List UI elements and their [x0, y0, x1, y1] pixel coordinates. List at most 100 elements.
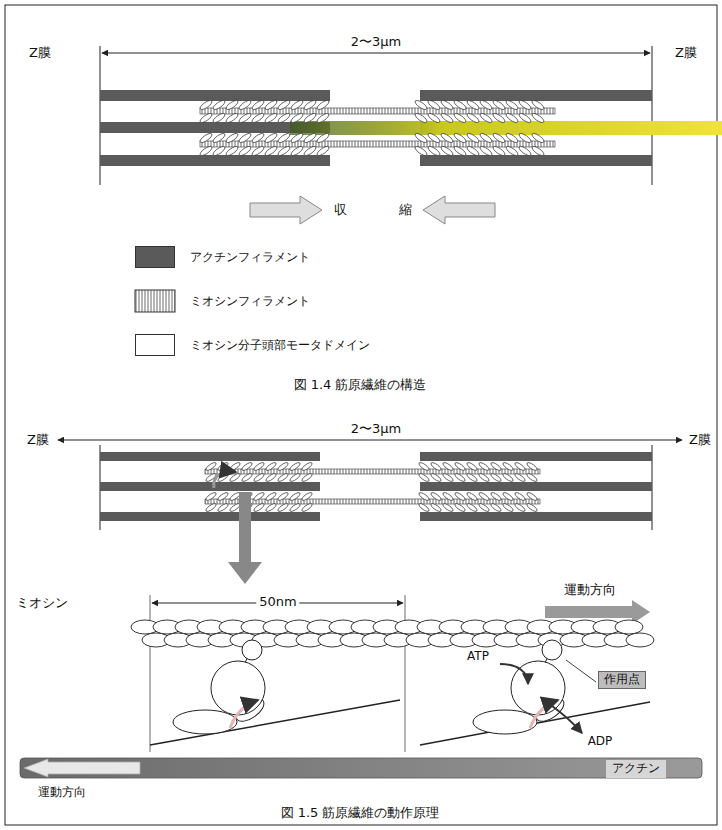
- head: [466, 491, 478, 501]
- head: [453, 112, 467, 124]
- head: [290, 132, 304, 144]
- head: [505, 99, 519, 111]
- head: [418, 491, 430, 501]
- head: [199, 99, 213, 111]
- head: [526, 491, 538, 501]
- head: [289, 491, 301, 501]
- head: [303, 132, 317, 144]
- head: [514, 472, 526, 482]
- head: [466, 472, 478, 482]
- head: [238, 145, 252, 157]
- head: [479, 132, 493, 144]
- myosin-unit: [626, 633, 654, 647]
- legend-text: ミオシンフィラメント: [190, 293, 310, 310]
- head: [466, 132, 480, 144]
- head: [290, 145, 304, 157]
- head: [454, 472, 466, 482]
- action-point-box: 作用点: [598, 671, 646, 689]
- head: [518, 132, 532, 144]
- head: [290, 112, 304, 124]
- head: [303, 112, 317, 124]
- head: [418, 461, 430, 471]
- head: [301, 472, 313, 482]
- head: [479, 112, 493, 124]
- node-text: アクチン: [612, 762, 660, 776]
- head: [531, 112, 545, 124]
- head: [414, 112, 428, 124]
- legend-text: ミオシン分子頭部モータドメイン: [190, 337, 370, 354]
- head: [277, 461, 289, 471]
- head: [265, 461, 277, 471]
- head: [454, 491, 466, 501]
- head: [454, 502, 466, 512]
- head: [253, 502, 265, 512]
- myosin-unit: [615, 620, 643, 634]
- head: [505, 112, 519, 124]
- head: [453, 145, 467, 157]
- head: [514, 502, 526, 512]
- head: [205, 502, 217, 512]
- head: [264, 145, 278, 157]
- head: [490, 472, 502, 482]
- head: [427, 145, 441, 157]
- head: [440, 112, 454, 124]
- head: [301, 502, 313, 512]
- lever: [173, 710, 237, 734]
- head: [514, 461, 526, 471]
- head: [414, 99, 428, 111]
- head: [301, 491, 313, 501]
- head: [518, 99, 532, 111]
- head: [199, 132, 213, 144]
- actin-tag: アクチン: [606, 760, 666, 778]
- zoom-arrow: [228, 492, 262, 584]
- head: [251, 132, 265, 144]
- head: [490, 461, 502, 471]
- figure-caption: 図 1.4 筋原繊維の構造: [294, 378, 427, 393]
- myosin-row: [131, 620, 654, 647]
- hinge: [242, 640, 262, 660]
- head: [442, 461, 454, 471]
- head: [212, 99, 226, 111]
- head: [251, 112, 265, 124]
- label: Z膜: [29, 46, 51, 61]
- head: [316, 99, 330, 111]
- label: ミオシン: [16, 596, 68, 611]
- head: [264, 99, 278, 111]
- head: [253, 472, 265, 482]
- legend-swatch-striped: [135, 290, 175, 312]
- head: [518, 145, 532, 157]
- head: [229, 472, 241, 482]
- label: Z膜: [27, 433, 49, 448]
- head: [414, 145, 428, 157]
- head: [264, 132, 278, 144]
- head: [238, 132, 252, 144]
- head: [301, 461, 313, 471]
- head: [238, 112, 252, 124]
- head: [225, 145, 239, 157]
- head: [264, 112, 278, 124]
- head: [502, 461, 514, 471]
- head: [440, 132, 454, 144]
- swing-arrow: [230, 700, 258, 728]
- head: [502, 502, 514, 512]
- head: [442, 502, 454, 512]
- head: [251, 99, 265, 111]
- legend-swatch: [135, 246, 175, 268]
- label: 2〜3μm: [351, 35, 401, 50]
- head: [490, 502, 502, 512]
- head: [265, 491, 277, 501]
- swing-arrow: [214, 472, 236, 488]
- label: Z膜: [675, 46, 697, 61]
- head: [238, 99, 252, 111]
- head: [289, 461, 301, 471]
- head: [490, 491, 502, 501]
- head: [251, 145, 265, 157]
- hinge: [542, 640, 562, 660]
- head: [430, 502, 442, 512]
- head: [277, 491, 289, 501]
- head: [225, 112, 239, 124]
- head: [217, 502, 229, 512]
- head: [265, 472, 277, 482]
- head: [199, 112, 213, 124]
- head: [514, 491, 526, 501]
